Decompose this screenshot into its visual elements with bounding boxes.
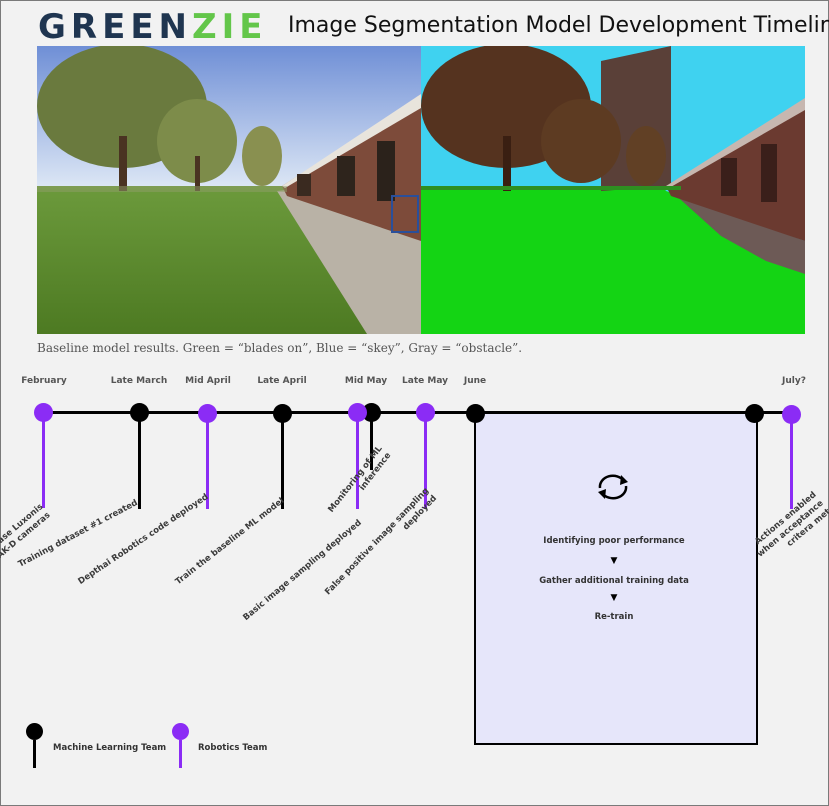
month-july: July? — [782, 376, 806, 386]
milestone-dot-robotics — [348, 403, 367, 422]
loop-step: Identifying poor performance — [543, 536, 685, 546]
milestone-stem — [138, 413, 141, 509]
month-late-april: Late April — [257, 376, 307, 386]
loop-step: Re-train — [594, 612, 634, 622]
milestone-stem — [790, 413, 793, 509]
logo-text-green: GREEN — [38, 7, 192, 47]
greenzie-logo: GREENZIE — [38, 9, 268, 45]
legend-ml-dot — [26, 723, 43, 740]
figure-caption: Baseline model results. Green = “blades … — [37, 341, 523, 355]
milestone-stem — [356, 413, 359, 509]
milestone-dot-ml — [130, 403, 149, 422]
milestone-dot-ml — [273, 404, 292, 423]
milestone-dot-robotics — [416, 403, 435, 422]
iteration-loop-box — [474, 413, 758, 745]
original-photo — [37, 46, 421, 334]
milestone-dot-ml — [362, 403, 381, 422]
milestone-stem — [281, 413, 284, 509]
milestone-stem — [206, 413, 209, 509]
segmented-photo — [421, 46, 805, 334]
page-title: Image Segmentation Model Development Tim… — [288, 13, 829, 38]
month-late-may: Late May — [402, 376, 448, 386]
milestone-dot-robotics — [782, 405, 801, 424]
milestone-stem — [424, 413, 427, 509]
month-mid-april: Mid April — [185, 376, 231, 386]
month-february: February — [21, 376, 67, 386]
down-arrow-icon: ▼ — [610, 593, 618, 603]
legend-robotics-dot — [172, 723, 189, 740]
month-late-march: Late March — [110, 376, 168, 386]
legend-ml-stem — [33, 740, 36, 768]
down-arrow-icon: ▼ — [610, 556, 618, 566]
legend-ml-label: Machine Learning Team — [53, 743, 167, 753]
legend-robotics-label: Robotics Team — [198, 743, 268, 753]
legend-robotics-stem — [179, 740, 182, 768]
loop-step: Gather additional training data — [539, 576, 689, 586]
milestone-stem — [370, 413, 373, 470]
refresh-cycle-icon — [598, 474, 628, 500]
month-june: June — [463, 376, 487, 386]
milestone-stem — [42, 413, 45, 508]
logo-text-zie: ZIE — [192, 7, 268, 47]
milestone-dot-robotics — [34, 403, 53, 422]
milestone-dot-ml — [466, 404, 485, 423]
milestone-dot-robotics — [198, 404, 217, 423]
milestone-dot-ml — [745, 404, 764, 423]
month-mid-may: Mid May — [344, 376, 388, 386]
